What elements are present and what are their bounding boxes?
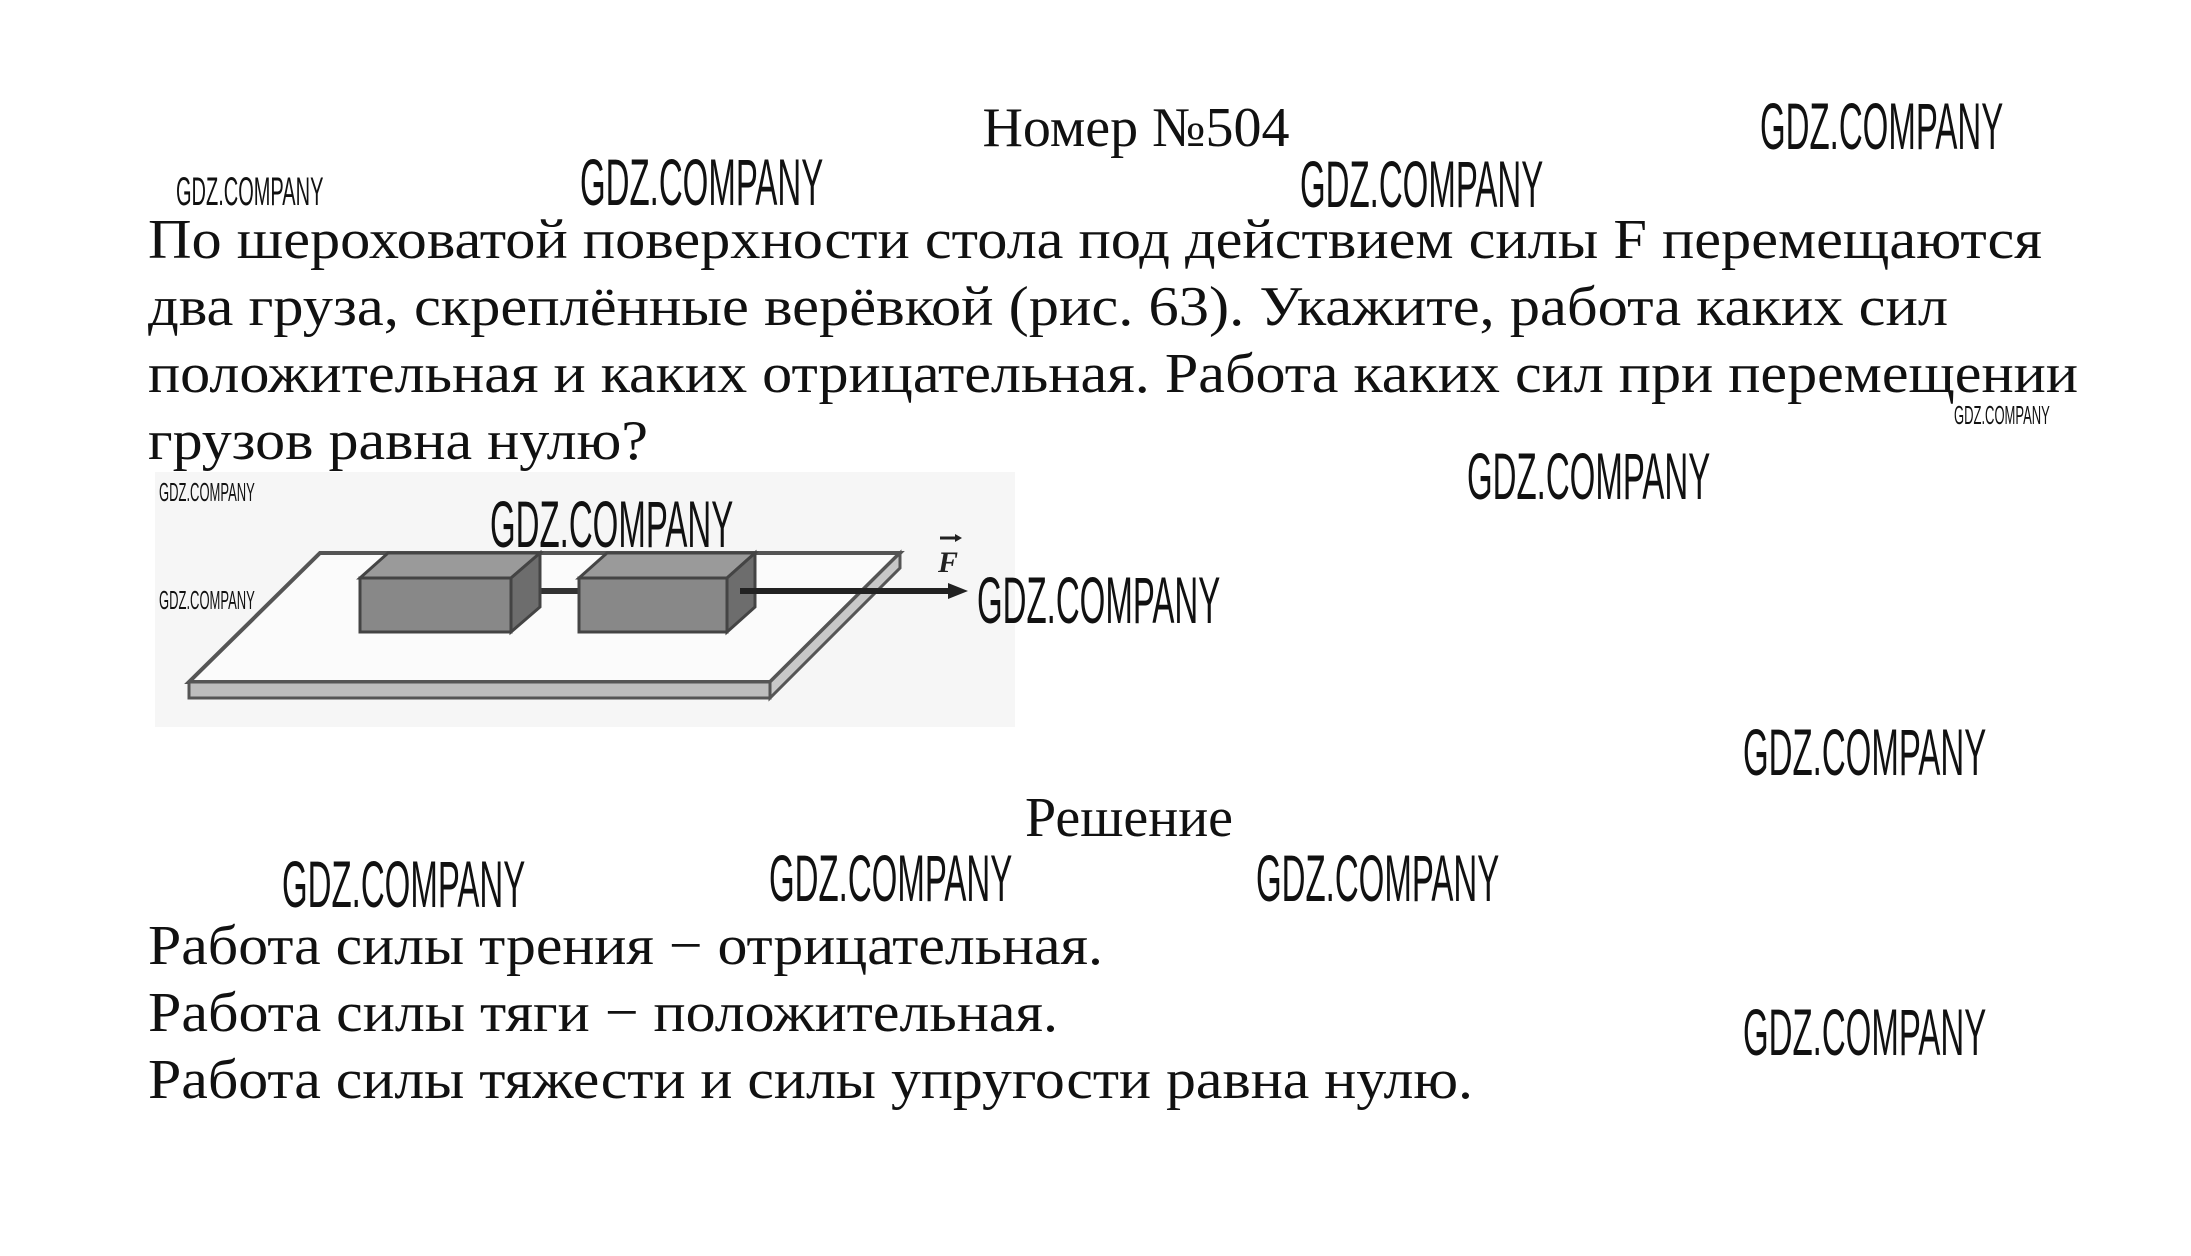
force-label: F [937, 546, 958, 579]
watermark: GDZ.COMPANY [1743, 715, 1987, 789]
figure-63: F [155, 472, 1015, 727]
problem-line: По шероховатой поверхности стола под дей… [148, 209, 2042, 271]
watermark: GDZ.COMPANY [159, 585, 255, 615]
watermark: GDZ.COMPANY [1954, 400, 2050, 430]
watermark: GDZ.COMPANY [977, 563, 1221, 637]
load-2 [575, 549, 759, 636]
solution-heading: Решение [1024, 787, 1234, 849]
watermark: GDZ.COMPANY [159, 477, 255, 507]
watermark: GDZ.COMPANY [1743, 995, 1987, 1069]
watermark: GDZ.COMPANY [769, 841, 1013, 915]
watermark: GDZ.COMPANY [490, 487, 734, 561]
load-1 [356, 549, 545, 636]
watermark: GDZ.COMPANY [282, 847, 526, 921]
watermark: GDZ.COMPANY [1300, 147, 1544, 221]
watermark: GDZ.COMPANY [1256, 841, 1500, 915]
answer-line: Работа силы тяжести и силы упругости рав… [148, 1049, 1473, 1111]
answer-line: Работа силы тяги − положительная. [148, 982, 1058, 1044]
problem-line: грузов равна нулю? [148, 410, 648, 472]
watermark: GDZ.COMPANY [176, 170, 324, 214]
force-arrowhead [948, 583, 968, 599]
problem-title: Номер №504 [982, 97, 1290, 159]
watermark: GDZ.COMPANY [1467, 439, 1711, 513]
problem-line: два груза, скреплённые верёвкой (рис. 63… [148, 276, 1948, 338]
watermark: GDZ.COMPANY [580, 145, 824, 219]
answer-line: Работа силы трения − отрицательная. [148, 915, 1103, 977]
problem-line: положительная и каких отрицательная. Раб… [148, 343, 2078, 405]
table-surface [184, 549, 905, 702]
watermark: GDZ.COMPANY [1760, 89, 2004, 163]
